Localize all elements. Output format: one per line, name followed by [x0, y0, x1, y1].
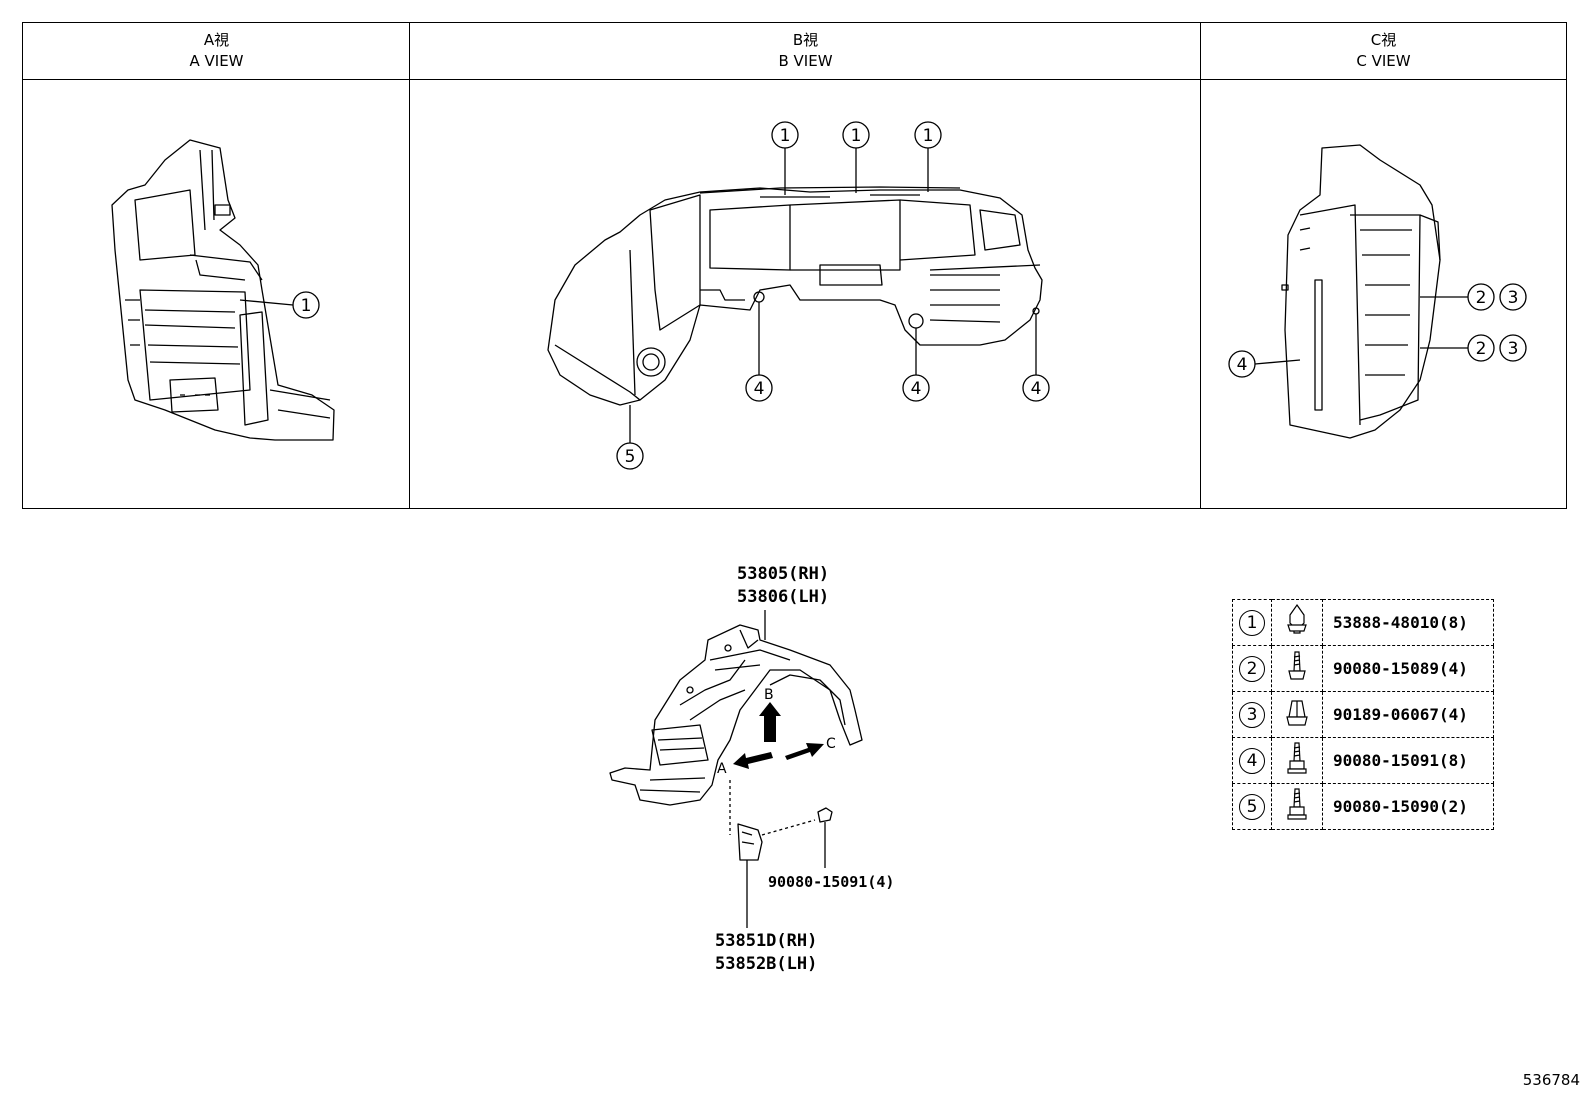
callout-b-4b: 4: [902, 374, 930, 402]
svg-text:1: 1: [923, 126, 934, 146]
svg-text:4: 4: [911, 379, 922, 399]
callout-b-1a: 1: [771, 121, 799, 149]
view-direction-arrows: [733, 702, 824, 769]
c-view-title-en: C VIEW: [1356, 52, 1411, 70]
svg-text:1: 1: [780, 126, 791, 146]
views-panel: A視 A VIEW B視 B VIEW C視 C VIEW: [22, 22, 1567, 509]
callout-c-2b: 2: [1467, 334, 1495, 362]
c-view-header: C視 C VIEW: [1201, 23, 1566, 80]
table-row: 3 90189-06067(4): [1232, 691, 1494, 738]
svg-text:1: 1: [301, 296, 312, 316]
a-view-column: A視 A VIEW: [23, 23, 410, 508]
item-number: 1: [1239, 609, 1265, 636]
b-view-liner-drawing: [547, 186, 1043, 406]
c-view-liner-drawing: [1281, 144, 1441, 439]
item-number: 5: [1239, 793, 1265, 820]
item-number: 2: [1239, 655, 1265, 682]
liner-rh-label: 53805(RH): [737, 564, 830, 584]
callout-c-3a: 3: [1499, 283, 1527, 311]
parts-table: 1 53888-48010(8) 2 90080-15089(4) 3 9018…: [1232, 599, 1494, 830]
callout-c-4: 4: [1228, 350, 1256, 378]
screw-icon: [1287, 787, 1307, 820]
nut-icon: [1286, 699, 1308, 726]
c-view-column: C視 C VIEW: [1201, 23, 1566, 508]
part-number: 90080-15090(2): [1322, 783, 1494, 830]
b-view-callout-leaders: [629, 148, 1037, 443]
screw-icon: [1288, 650, 1306, 680]
arrow-a-label: A: [717, 761, 727, 777]
table-row: 2 90080-15089(4): [1232, 645, 1494, 692]
fender-liner-drawing: [609, 624, 863, 806]
b-view-title-jp: B視: [792, 31, 819, 49]
b-view-column: B視 B VIEW: [410, 23, 1201, 508]
part-number: 53888-48010(8): [1322, 599, 1494, 646]
arrow-b-label: B: [764, 687, 774, 703]
part-number: 90080-15089(4): [1322, 645, 1494, 692]
a-view-title-en: A VIEW: [189, 52, 244, 70]
arrow-c-label: C: [826, 736, 836, 752]
clip-icon: [1287, 603, 1307, 634]
b-view-title-en: B VIEW: [778, 52, 833, 70]
splash-lh-label: 53852B(LH): [715, 954, 818, 974]
table-row: 4 90080-15091(8): [1232, 737, 1494, 784]
svg-text:4: 4: [1237, 355, 1248, 375]
svg-text:2: 2: [1476, 339, 1487, 359]
svg-text:1: 1: [851, 126, 862, 146]
callout-b-1b: 1: [842, 121, 870, 149]
reference-number: 536784: [1522, 1071, 1580, 1089]
svg-text:2: 2: [1476, 288, 1487, 308]
liner-lh-label: 53806(LH): [737, 587, 830, 607]
callout-b-5: 5: [616, 442, 644, 470]
callout-b-1c: 1: [914, 121, 942, 149]
part-number: 90189-06067(4): [1322, 691, 1494, 738]
callout-c-2a: 2: [1467, 283, 1495, 311]
arrow-c-icon: [785, 743, 824, 760]
b-view-header: B視 B VIEW: [410, 23, 1201, 80]
c-view-title-jp: C視: [1370, 31, 1397, 49]
table-row: 5 90080-15090(2): [1232, 783, 1494, 830]
callout-c-3b: 3: [1499, 334, 1527, 362]
svg-text:4: 4: [754, 379, 765, 399]
a-view-title-jp: A視: [203, 31, 230, 49]
screw-icon: [1287, 741, 1307, 774]
table-row: 1 53888-48010(8): [1232, 599, 1494, 646]
svg-text:5: 5: [625, 447, 636, 467]
a-view-header: A視 A VIEW: [23, 23, 410, 80]
item-number: 4: [1239, 747, 1265, 774]
bolt-label: 90080-15091(4): [768, 873, 895, 891]
part-number: 90080-15091(8): [1322, 737, 1494, 784]
svg-text:4: 4: [1031, 379, 1042, 399]
divider: [1200, 23, 1201, 508]
callout-a-1: 1: [292, 291, 320, 319]
a-view-callout-leader: [239, 299, 294, 306]
callout-b-4c: 4: [1022, 374, 1050, 402]
arrow-a-icon: [733, 752, 773, 769]
item-number: 3: [1239, 701, 1265, 728]
arrow-b-icon: [759, 702, 781, 742]
divider: [409, 23, 410, 508]
splash-rh-label: 53851D(RH): [715, 931, 818, 951]
c-view-callout-leaders: [1254, 296, 1468, 365]
callout-b-4a: 4: [745, 374, 773, 402]
splash-shield-drawing: [729, 610, 833, 928]
svg-text:3: 3: [1508, 288, 1519, 308]
svg-text:3: 3: [1508, 339, 1519, 359]
a-view-liner-drawing: [111, 139, 335, 441]
